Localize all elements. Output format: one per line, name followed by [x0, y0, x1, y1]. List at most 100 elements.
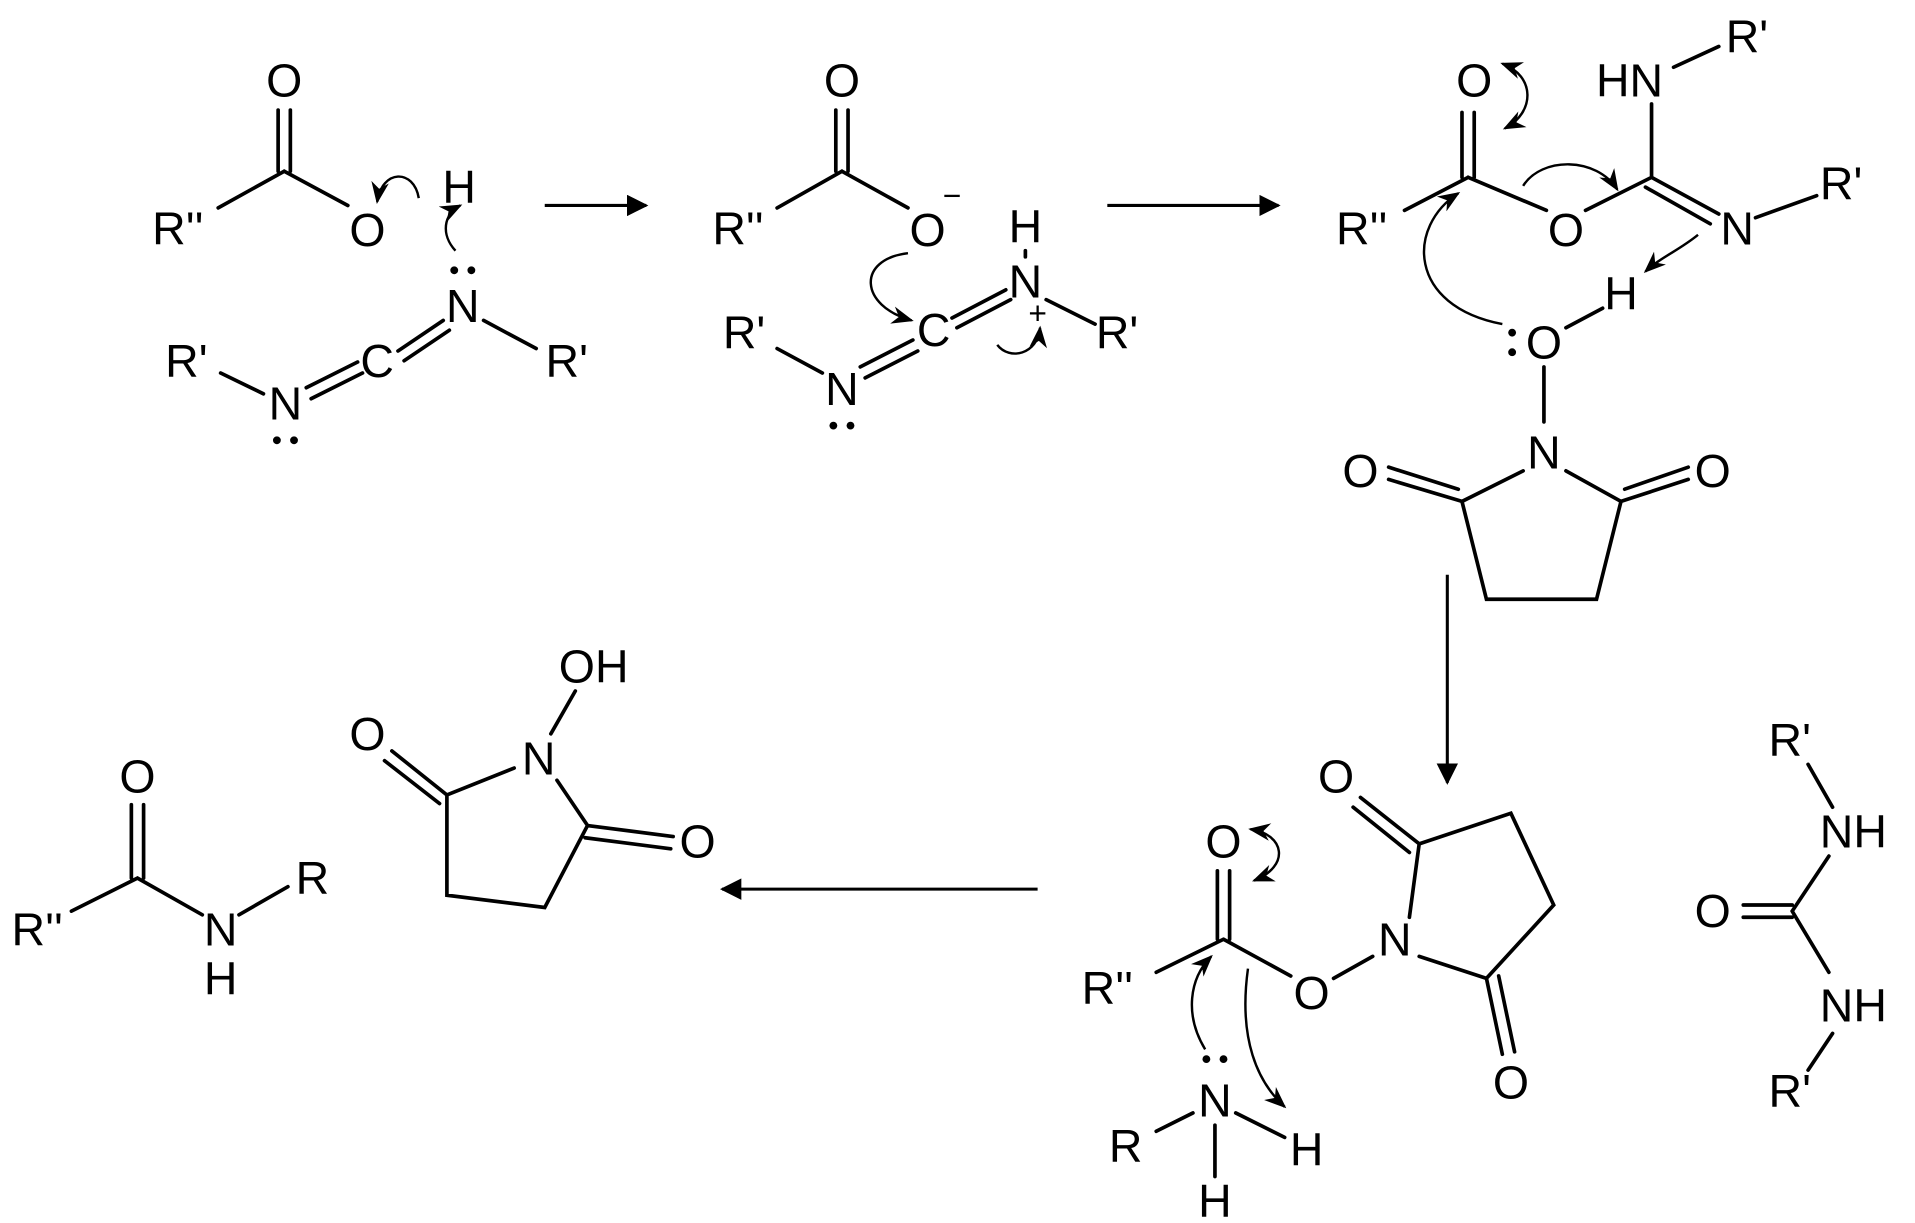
atom-label: O	[1695, 885, 1731, 937]
atom-label: R''	[12, 903, 63, 955]
atom-label: O	[1526, 316, 1562, 368]
curved-arrow	[1643, 233, 1699, 273]
amide-product: O R'' N H R	[12, 751, 330, 1005]
curved-arrow	[371, 175, 420, 204]
bond	[69, 802, 290, 917]
atom-label: N	[1378, 913, 1412, 965]
atom-label: HN	[1596, 55, 1663, 107]
atom-label: O	[266, 55, 302, 107]
atom-label: H	[1604, 268, 1638, 320]
lone-pair	[1508, 328, 1517, 337]
curved-arrow	[869, 251, 914, 324]
atom-label: O	[349, 204, 385, 256]
atom-label: OH	[559, 641, 629, 693]
atom-label: NH	[1820, 806, 1887, 858]
atom-label: O	[1293, 967, 1329, 1019]
atom-label: H	[1290, 1124, 1324, 1176]
lone-pair	[1219, 1055, 1228, 1064]
atom-label: O	[349, 708, 385, 760]
atom-label: O	[1695, 445, 1731, 497]
atom-label: R''	[152, 203, 203, 255]
bond	[1741, 762, 1835, 1072]
atom-label: R	[1109, 1120, 1143, 1172]
atom-label: R''	[1082, 962, 1133, 1014]
lone-pair	[467, 266, 476, 275]
atom-label: N	[1009, 255, 1043, 307]
bond	[218, 318, 539, 401]
lone-pair	[450, 266, 459, 275]
atom-label: O	[1205, 815, 1241, 867]
atom-label: N	[1198, 1075, 1232, 1127]
atom-label: N	[446, 280, 480, 332]
bond	[1154, 795, 1556, 1057]
atom-label: R'	[1096, 307, 1138, 359]
atom-label: H	[442, 161, 476, 213]
atom-label: O	[1342, 445, 1378, 497]
o-acylisourea: O R'' O HN R' N R' H	[1336, 11, 1862, 326]
lone-pair	[1508, 348, 1517, 357]
n-hydroxysuccinimide-released: OH N O O	[349, 641, 716, 910]
atom-label: R'	[1726, 11, 1768, 63]
atom-label: NH	[1820, 979, 1887, 1031]
atom-label: O	[680, 815, 716, 867]
atom-label: C	[917, 304, 951, 356]
lone-pair	[290, 436, 298, 445]
bond	[1402, 44, 1819, 226]
urea-byproduct: R' NH O NH R'	[1695, 714, 1887, 1117]
carbodiimide: N R' N C R'	[165, 204, 588, 445]
atom-label: R'	[1769, 714, 1811, 766]
curved-arrow	[1522, 163, 1619, 192]
charge-label: −	[943, 178, 962, 214]
atom-label: O	[1456, 55, 1492, 107]
atom-label: R	[296, 852, 330, 904]
atom-label: R''	[712, 203, 763, 255]
curved-arrow	[1190, 954, 1213, 1050]
curved-arrow	[1422, 192, 1503, 326]
curved-arrow	[1248, 823, 1281, 882]
atom-label: N	[1527, 427, 1561, 479]
amine: R N H H	[1109, 1055, 1324, 1223]
atom-label: H	[1198, 1175, 1232, 1223]
atom-label: N	[522, 732, 556, 784]
curved-arrow	[996, 325, 1048, 355]
carboxylate: O R'' O −	[712, 55, 962, 324]
atom-label: R'	[165, 335, 207, 387]
atom-label: O	[824, 55, 860, 107]
atom-label: R'	[1769, 1065, 1811, 1117]
atom-label: O	[1548, 204, 1584, 256]
atom-label: N	[1720, 203, 1754, 255]
atom-label: N	[204, 903, 238, 955]
lone-pair	[846, 421, 855, 430]
bond	[1386, 306, 1691, 602]
protonated-carbodiimide: R' N C N H + R'	[723, 200, 1138, 430]
atom-label: R'	[1820, 157, 1862, 209]
atom-label: O	[1493, 1056, 1529, 1108]
atom-label: O	[909, 204, 945, 256]
lone-pair	[272, 436, 281, 445]
curved-arrow	[1244, 968, 1287, 1109]
atom-label: O	[119, 751, 155, 803]
curved-arrow	[1500, 62, 1529, 130]
curved-arrow	[438, 204, 463, 252]
lone-pair	[1202, 1055, 1211, 1064]
bond	[775, 108, 910, 210]
atom-label: R'	[723, 307, 765, 359]
atom-label: H	[1009, 200, 1043, 252]
atom-label: N	[825, 363, 859, 415]
atom-label: C	[360, 335, 394, 387]
atom-label: N	[269, 378, 303, 430]
atom-label: O	[1318, 751, 1354, 803]
charge-label: +	[1028, 295, 1047, 331]
bond	[216, 108, 350, 210]
n-hydroxysuccinimide-attacking: O N O O	[1342, 306, 1731, 602]
bond	[775, 248, 1097, 380]
atom-label: R''	[1336, 203, 1387, 255]
carboxylic-acid: O R'' O H	[152, 55, 476, 256]
lone-pair	[829, 421, 838, 430]
bond	[1154, 1111, 1287, 1179]
atom-label: H	[204, 952, 238, 1004]
bond	[382, 689, 675, 910]
atom-label: R'	[546, 335, 588, 387]
nhs-ester: O R'' O N O O	[1082, 751, 1556, 1109]
